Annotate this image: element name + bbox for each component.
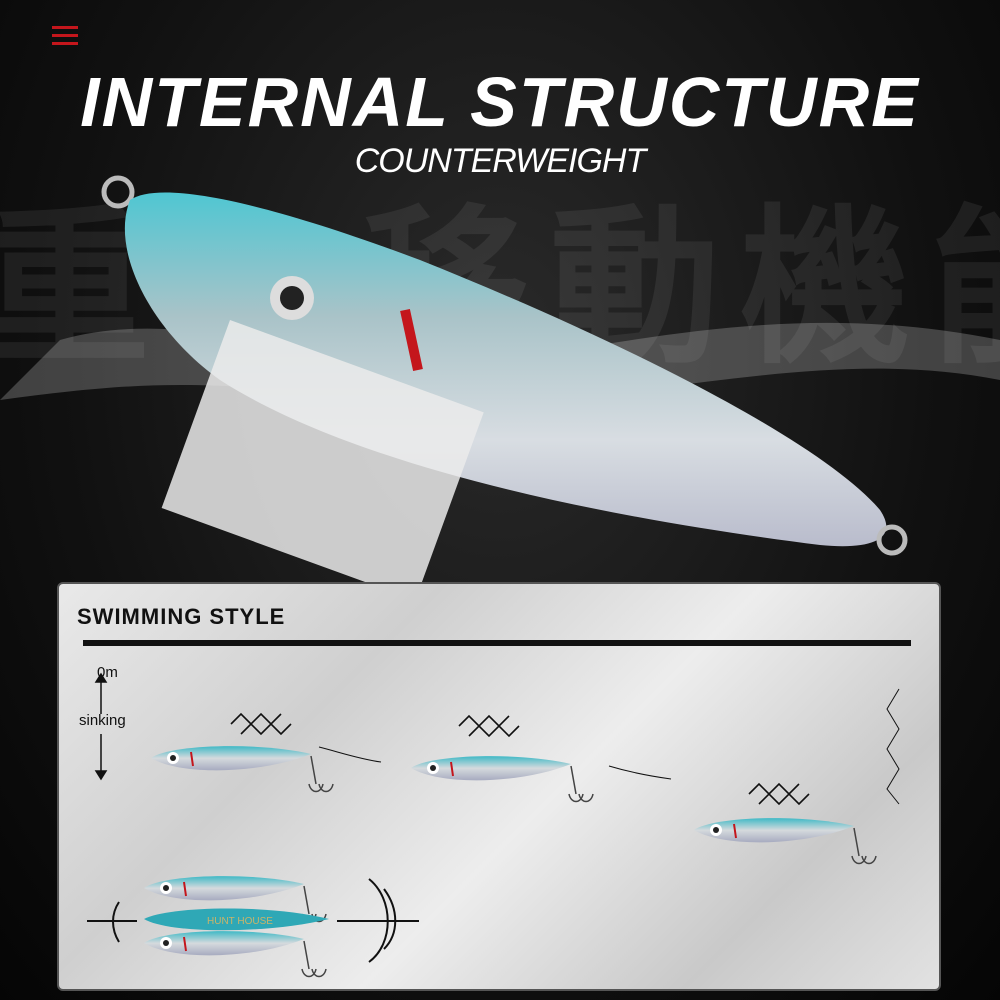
page-title: INTERNAL STRUCTURE [80,63,920,141]
divider [83,640,911,646]
swimming-style-title: SWIMMING STYLE [77,604,286,629]
depth-arrow-icon [94,672,108,781]
lure-eye [280,286,304,310]
depth-top-label: 0m [97,664,118,681]
lure-position-3 [693,817,877,865]
brand-on-lure: HUNT HOUSE [207,916,273,927]
gill-mark [400,308,423,372]
lure-side-view-bottom [143,930,327,978]
wobble-icon [458,715,520,737]
lure-body [124,192,887,547]
lure-position-2 [410,755,594,803]
lure-top-view [144,908,329,931]
path-line [608,765,672,780]
path-line [318,746,382,763]
zigzag-descent-icon [886,688,900,805]
swimming-diagram: HUNT HOUSE [87,672,900,978]
front-eyelet [101,175,135,209]
counterweight [161,319,484,601]
depth-label: sinking [79,712,126,729]
rear-eyelet [876,524,908,556]
wobble-icon [748,783,810,805]
lure-hero-image [0,175,1000,601]
wobble-icon [230,713,292,735]
lure-position-1 [150,745,334,793]
roll-axis-icon [87,901,137,943]
roll-rotation-icon [337,878,419,963]
swimming-style-panel: SWIMMING STYLE HUNT HOUSE [57,582,941,991]
hamburger-menu-icon[interactable] [52,26,78,46]
page-subtitle: COUNTERWEIGHT [354,142,646,180]
